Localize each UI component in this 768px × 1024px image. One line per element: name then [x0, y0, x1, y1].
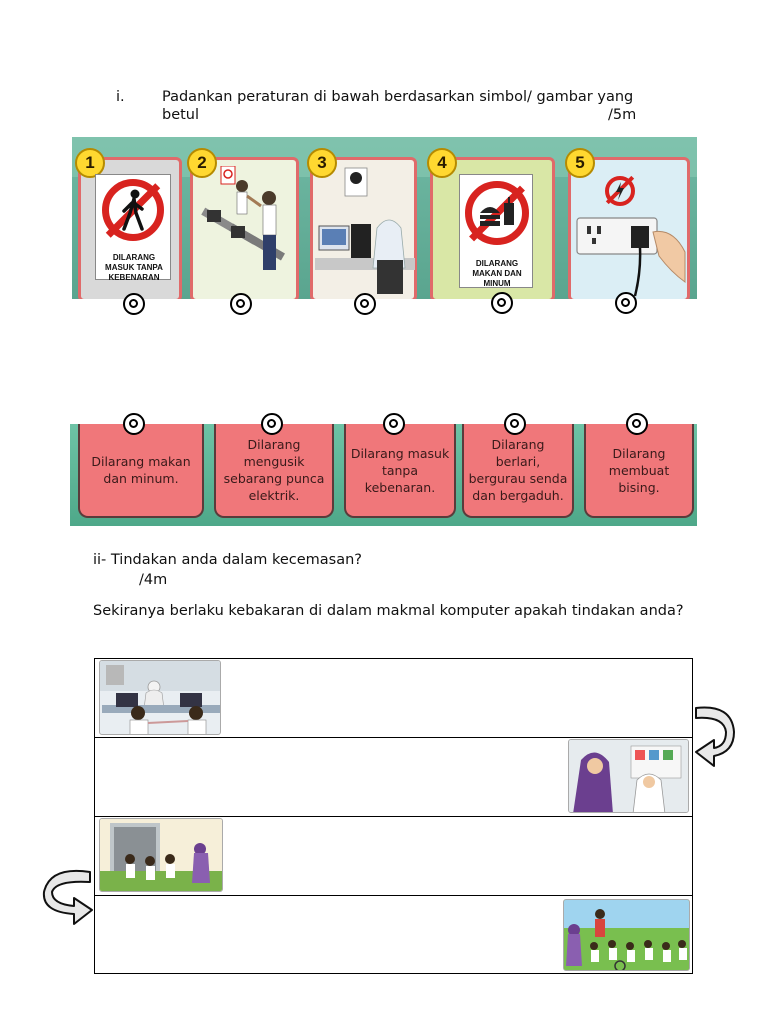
students-at-computers-scene: [99, 660, 221, 735]
picture-card-2: 2: [187, 148, 299, 299]
no-entry-pedestrian-icon: [102, 179, 164, 241]
quiet-computer-lab-scene: [315, 167, 415, 294]
card-number-badge: 3: [307, 148, 337, 178]
rule-card-1: Dilarang makan dan minum.: [78, 424, 204, 518]
curved-arrow-right-icon: [695, 706, 735, 767]
picture-card-3: 3: [307, 148, 417, 299]
question-1-marks: /5m: [608, 107, 637, 123]
card-number-badge: 5: [565, 148, 595, 178]
question-1-instruction-cont: betul: [162, 107, 200, 123]
teacher-and-student-talking-scene: [568, 739, 689, 813]
match-point-picture-4[interactable]: [491, 292, 513, 314]
match-point-picture-3[interactable]: [354, 293, 376, 315]
picture-card-1: 1 DILARANG MASUK TANPA KEBENARAN: [75, 148, 182, 299]
rule-text: Dilarang membuat bising.: [608, 445, 670, 495]
curved-arrow-left-icon: [42, 870, 93, 925]
rule-text: Dilarang masuk tanpa kebenaran.: [350, 445, 450, 495]
question-2-marks: /4m: [139, 572, 168, 588]
question-1-number: i.: [116, 89, 125, 105]
action-row-4[interactable]: [95, 896, 692, 975]
match-point-rule-1[interactable]: [123, 413, 145, 435]
no-touching-plug-icon: [605, 176, 635, 206]
rule-card-2: Dilarang mengusik sebarang punca elektri…: [214, 424, 334, 518]
match-point-rule-2[interactable]: [261, 413, 283, 435]
picture-card-5: 5: [565, 148, 690, 299]
match-point-picture-1[interactable]: [123, 293, 145, 315]
card-number-badge: 1: [75, 148, 105, 178]
no-food-drink-sign: DILARANG MAKAN DAN MINUM: [459, 174, 533, 288]
evacuation-through-door-scene: [99, 818, 223, 892]
rule-card-4: Dilarang berlari, bergurau senda dan ber…: [462, 424, 574, 518]
action-table: [94, 658, 693, 974]
action-row-3[interactable]: [95, 817, 692, 896]
no-entry-sign: DILARANG MASUK TANPA KEBENARAN: [95, 174, 171, 282]
picture-card-4: 4 DILARANG MAKAN DAN MINUM: [427, 148, 555, 299]
match-point-rule-5[interactable]: [626, 413, 648, 435]
sign-caption: DILARANG MAKAN DAN MINUM: [472, 259, 522, 288]
no-food-drink-icon: [465, 181, 529, 245]
card-number-badge: 2: [187, 148, 217, 178]
rule-text: Dilarang makan dan minum.: [91, 454, 191, 486]
action-row-1[interactable]: [95, 659, 692, 738]
rules-strip: Dilarang makan dan minum. Dilarang mengu…: [70, 424, 697, 526]
rule-card-5: Dilarang membuat bising.: [584, 424, 694, 518]
picture-strip: 1 DILARANG MASUK TANPA KEBENARAN 2: [72, 137, 697, 299]
rule-text: Dilarang mengusik sebarang punca elektri…: [223, 437, 325, 503]
card-number-badge: 4: [427, 148, 457, 178]
match-point-rule-3[interactable]: [383, 413, 405, 435]
action-row-2[interactable]: [95, 738, 692, 817]
question-2-prompt: Sekiranya berlaku kebakaran di dalam mak…: [93, 603, 684, 619]
question-1-instruction: Padankan peraturan di bawah berdasarkan …: [162, 89, 634, 105]
sign-caption: DILARANG MASUK TANPA KEBENARAN: [105, 253, 163, 282]
question-2-title: ii- Tindakan anda dalam kecemasan?: [93, 552, 362, 568]
match-point-picture-2[interactable]: [230, 293, 252, 315]
wall-socket-with-hand: [576, 217, 686, 297]
assembly-point-field-scene: [563, 899, 690, 971]
match-point-rule-4[interactable]: [504, 413, 526, 435]
rule-card-3: Dilarang masuk tanpa kebenaran.: [344, 424, 456, 518]
students-fighting-scene: [201, 166, 285, 270]
rule-text: Dilarang berlari, bergurau senda dan ber…: [468, 437, 568, 503]
match-point-picture-5[interactable]: [615, 292, 637, 314]
